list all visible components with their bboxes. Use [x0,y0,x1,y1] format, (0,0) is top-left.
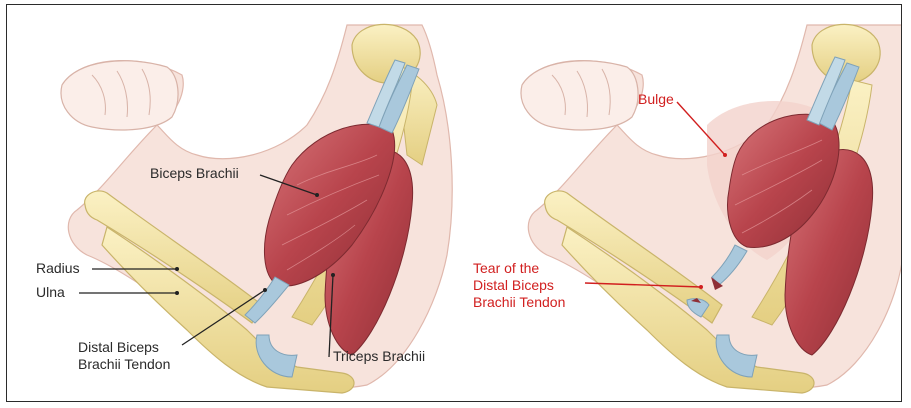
normal-arm [61,24,452,393]
label-tear-distal-biceps-tendon: Tear of the Distal Biceps Brachii Tendon [473,260,565,311]
label-distal-biceps-brachii-tendon: Distal Biceps Brachii Tendon [78,339,170,373]
diagram-frame: Biceps Brachii Radius Ulna Distal Biceps… [6,4,902,402]
label-biceps-brachii: Biceps Brachii [150,165,239,182]
label-radius: Radius [36,260,80,277]
label-bulge: Bulge [638,91,674,108]
left-fist [61,61,178,130]
label-triceps-brachii: Triceps Brachii [333,348,425,365]
label-ulna: Ulna [36,284,65,301]
torn-arm [521,24,902,393]
right-fist [521,61,638,130]
